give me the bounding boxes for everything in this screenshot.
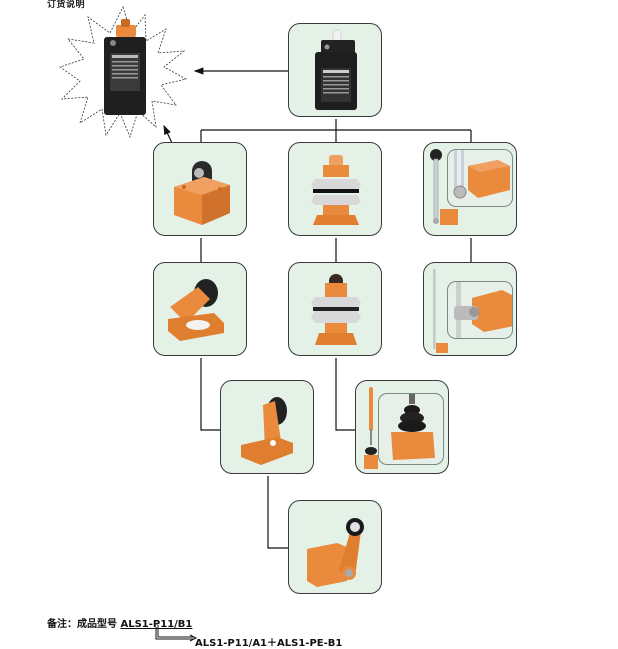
head-card-roller-head[interactable] bbox=[153, 142, 247, 236]
rod-lever-detail-image bbox=[453, 150, 510, 199]
arrow-from-roller-head bbox=[163, 124, 173, 144]
detail-inset bbox=[447, 281, 513, 339]
detail-inset bbox=[378, 393, 444, 465]
detail-inset bbox=[447, 149, 513, 207]
composition-arrow bbox=[155, 625, 198, 642]
adjustable-rod-lever-head-image bbox=[430, 149, 458, 225]
roller-lever-head-image bbox=[307, 518, 364, 587]
spring-rod-head-image bbox=[364, 387, 378, 469]
panel-mount-plunger-head-image bbox=[311, 155, 361, 225]
head-card-plunger-head[interactable] bbox=[288, 142, 382, 236]
head-card-rod-lever-head[interactable] bbox=[423, 142, 517, 236]
note-prefix: 备注：成品型号 bbox=[47, 619, 121, 630]
page-title: 订货说明 bbox=[47, 0, 86, 10]
head-card-roller-bracket-head[interactable] bbox=[220, 380, 314, 474]
highlighted-product-starburst bbox=[59, 5, 188, 139]
rod-lever-clamp-head-image bbox=[433, 269, 448, 353]
note-composition: ALS1-P11/A1＋ALS1-PE-B1 bbox=[195, 638, 343, 649]
note-model: ALS1-P11/B1 bbox=[120, 619, 193, 630]
spring-rod-detail-image bbox=[391, 394, 435, 460]
head-card-spring-rod-head[interactable] bbox=[355, 380, 449, 474]
base-unit-card[interactable] bbox=[288, 23, 382, 117]
panel-mount-roller-plunger-head-image bbox=[311, 274, 361, 345]
roller-bracket-head-image bbox=[241, 397, 293, 465]
angled-roller-head-image bbox=[168, 279, 224, 341]
head-card-angled-roller-head[interactable] bbox=[153, 262, 247, 356]
rod-clamp-detail-image bbox=[454, 282, 512, 338]
limit-switch-body-image bbox=[315, 29, 357, 110]
highlighted-product-image bbox=[104, 19, 146, 115]
head-card-panel-roller-plunger-head[interactable] bbox=[288, 262, 382, 356]
roller-plunger-head-image bbox=[174, 161, 230, 225]
head-card-rod-lever-clamp-head[interactable] bbox=[423, 262, 517, 356]
order-note: 备注：成品型号 ALS1-P11/B1 bbox=[47, 615, 192, 630]
head-card-roller-lever-head[interactable] bbox=[288, 500, 382, 594]
